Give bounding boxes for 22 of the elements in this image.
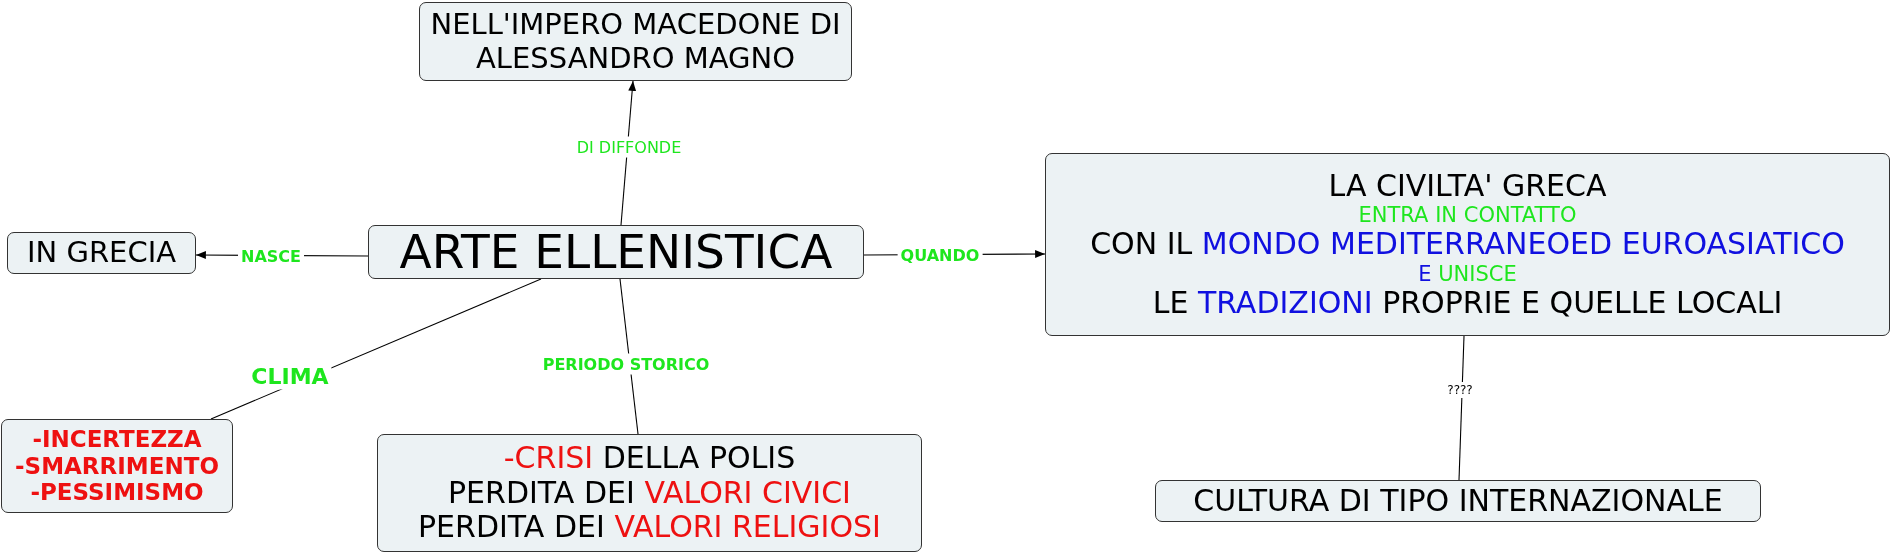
node-text: PERDITA DEI VALORI CIVICI bbox=[448, 475, 851, 511]
node-text: LA CIVILTA' GRECA bbox=[1328, 168, 1607, 204]
node-text: -PESSIMISMO bbox=[30, 479, 204, 506]
concept-box bbox=[1, 419, 233, 513]
node-text: ENTRA IN CONTATTO bbox=[1358, 203, 1577, 228]
node-text: -SMARRIMENTO bbox=[15, 452, 219, 480]
node-text: IN GRECIA bbox=[26, 236, 177, 270]
concept-box bbox=[1155, 480, 1761, 522]
connector-line bbox=[1458, 335, 1465, 481]
concept-box bbox=[7, 232, 196, 274]
node-text: CULTURA DI TIPO INTERNAZIONALE bbox=[1193, 483, 1723, 519]
node-text: NELL'IMPERO MACEDONE DI ALESSANDRO MAGNO bbox=[429, 8, 842, 75]
concept-box bbox=[1045, 153, 1890, 336]
node-text: -CRISI DELLA POLIS bbox=[503, 441, 796, 476]
node-text: CON IL MONDO MEDITERRANEOED EUROASIATICO bbox=[1090, 227, 1845, 262]
node-text: E UNISCE bbox=[1418, 261, 1517, 286]
node-text: ARTE ELLENISTICA bbox=[399, 225, 833, 280]
node-text: PERDITA DEI VALORI RELIGIOSI bbox=[418, 510, 881, 545]
concept-box bbox=[419, 2, 852, 81]
concept-box bbox=[377, 434, 922, 552]
node-text: LE TRADIZIONI PROPRIE E QUELLE LOCALI bbox=[1152, 285, 1783, 321]
node-text: -INCERTEZZA bbox=[32, 426, 202, 453]
